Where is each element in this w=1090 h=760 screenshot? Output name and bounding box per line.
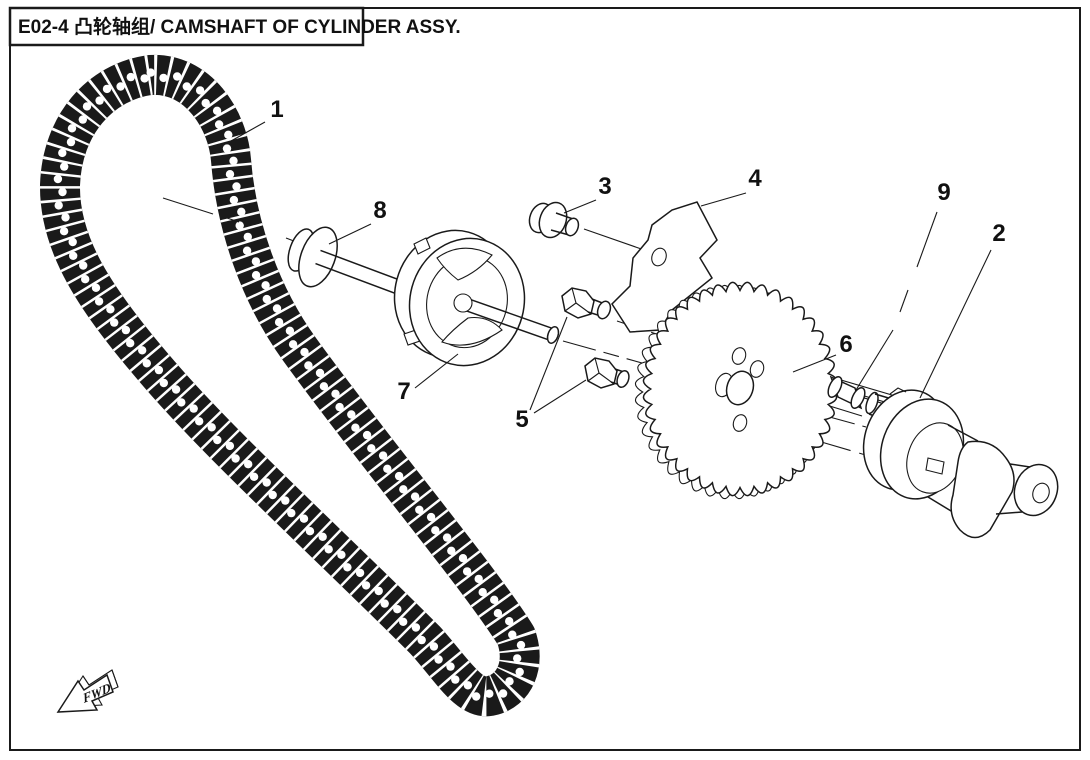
callout-3: 3 bbox=[598, 173, 611, 200]
callout-6: 6 bbox=[839, 331, 852, 358]
camshaft-part-2 bbox=[862, 387, 1059, 539]
stopper-plate-part-4 bbox=[611, 201, 718, 333]
chain-rollers bbox=[53, 68, 526, 701]
hex-bolt-part-5-lower bbox=[584, 357, 630, 389]
title-box: E02-4 凸轮轴组/ CAMSHAFT OF CYLINDER ASSY. bbox=[8, 6, 461, 47]
callout-4: 4 bbox=[748, 165, 762, 192]
callout-7: 7 bbox=[397, 378, 410, 405]
timing-chain bbox=[39, 54, 540, 717]
callout-8: 8 bbox=[373, 197, 386, 224]
page-title: E02-4 凸轮轴组/ CAMSHAFT OF CYLINDER ASSY. bbox=[18, 15, 461, 38]
dowel-pin-part-9 bbox=[827, 375, 866, 410]
callout-5: 5 bbox=[515, 406, 528, 433]
callout-2: 2 bbox=[992, 220, 1005, 247]
hex-bolt-part-5-upper bbox=[561, 287, 612, 320]
cam-sprocket-part-6 bbox=[634, 281, 838, 500]
callout-numbers: 1 2 3 4 5 6 7 8 9 bbox=[270, 96, 1005, 433]
callout-1: 1 bbox=[270, 96, 283, 123]
callout-leader-lines bbox=[230, 121, 992, 414]
decompressor-part-7 bbox=[393, 229, 560, 367]
callout-9: 9 bbox=[937, 179, 950, 206]
flange-bolt-part-3 bbox=[528, 201, 580, 239]
